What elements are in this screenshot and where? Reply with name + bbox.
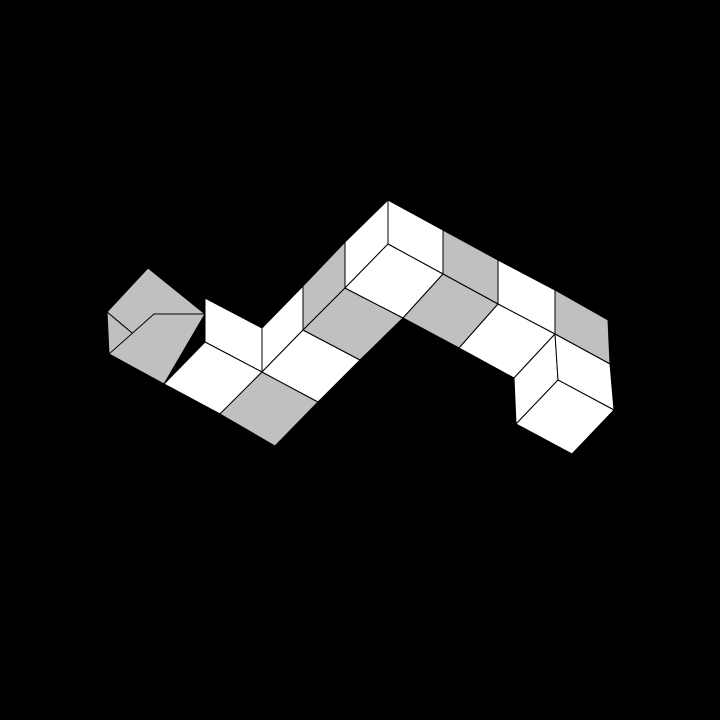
cube-faces	[106, 199, 615, 455]
face-right-cube-front	[515, 379, 615, 455]
